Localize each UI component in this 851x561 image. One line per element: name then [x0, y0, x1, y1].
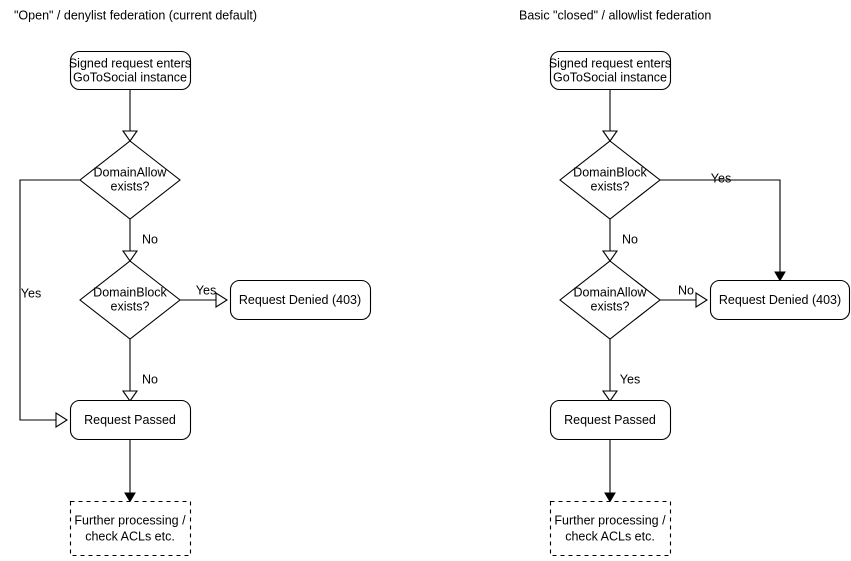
entry-label-line1-closed: Signed request enters: [549, 56, 671, 70]
request-passed-box-shape-closed: [549, 399, 672, 441]
edge-entry-to-block-closed: [601, 89, 619, 142]
node-decision-domainblock-closed[interactable]: DomainBlock exists?: [559, 140, 661, 220]
domainallow-label-line2: exists?: [111, 179, 150, 193]
node-request-denied-open[interactable]: Request Denied (403): [229, 279, 372, 321]
further-processing-label-line1: Further processing /: [74, 513, 186, 527]
edge-allow-yes-to-passed: Yes: [19, 179, 80, 429]
request-passed-label-closed: Request Passed: [564, 413, 656, 427]
edge-label-allow-yes-closed: Yes: [620, 372, 640, 386]
panel-closed-federation: Basic "closed" / allowlist federation Si…: [519, 8, 851, 557]
panel-open-federation: "Open" / denylist federation (current de…: [14, 8, 372, 557]
node-further-processing-open[interactable]: Further processing / check ACLs etc.: [69, 500, 192, 557]
node-request-passed-open[interactable]: Request Passed: [69, 399, 192, 441]
node-decision-domainallow-open[interactable]: DomainAllow exists?: [79, 140, 181, 220]
node-entry-closed[interactable]: Signed request enters GoToSocial instanc…: [549, 50, 671, 91]
domainblock-label-line2-closed: exists?: [591, 179, 630, 193]
node-further-processing-closed[interactable]: Further processing / check ACLs etc.: [549, 500, 672, 557]
edge-label-block-no: No: [142, 372, 158, 386]
domainallow-label-line1: DomainAllow: [94, 165, 168, 179]
edge-block-no-to-passed: No: [121, 339, 158, 402]
edge-allow-no-to-block: No: [121, 219, 158, 262]
edge-block-yes-to-denied-closed: Yes: [660, 171, 786, 282]
request-denied-label: Request Denied (403): [239, 293, 361, 307]
entry-label-line2: GoToSocial instance: [73, 70, 187, 84]
further-processing-label-line2-closed: check ACLs etc.: [565, 529, 655, 543]
request-denied-box-shape: [229, 279, 372, 321]
domainblock-label-line1-closed: DomainBlock: [573, 165, 647, 179]
node-request-denied-closed[interactable]: Request Denied (403): [709, 279, 851, 321]
edge-block-no-to-allow-closed: No: [601, 219, 638, 262]
edge-label-block-yes: Yes: [196, 283, 216, 297]
node-decision-domainallow-closed[interactable]: DomainAllow exists?: [559, 260, 661, 340]
edge-passed-to-further: [124, 440, 136, 503]
request-denied-label-closed: Request Denied (403): [719, 293, 841, 307]
request-passed-box-shape: [69, 399, 192, 441]
further-processing-box-shape-closed: [549, 500, 672, 557]
further-processing-box-shape: [69, 500, 192, 557]
domainallow-label-line1-closed: DomainAllow: [574, 285, 648, 299]
request-passed-label: Request Passed: [84, 413, 176, 427]
node-decision-domainblock-open[interactable]: DomainBlock exists?: [79, 260, 181, 340]
node-entry-open[interactable]: Signed request enters GoToSocial instanc…: [69, 50, 191, 91]
edge-passed-to-further-closed: [604, 440, 616, 503]
edge-label-block-no-closed: No: [622, 232, 638, 246]
edge-allow-yes-to-passed-closed: Yes: [601, 339, 640, 402]
edge-label-allow-yes: Yes: [21, 286, 41, 300]
edge-entry-to-allow: [121, 89, 139, 142]
domainallow-label-line2-closed: exists?: [591, 299, 630, 313]
domainblock-label-line1: DomainBlock: [93, 285, 167, 299]
entry-label-line2-closed: GoToSocial instance: [553, 70, 667, 84]
edge-block-yes-to-denied: Yes: [180, 283, 229, 309]
edge-label-block-yes-closed: Yes: [711, 171, 731, 185]
panel-title-closed: Basic "closed" / allowlist federation: [519, 8, 711, 22]
edge-allow-no-to-denied-closed: No: [660, 283, 709, 309]
edge-label-allow-no: No: [142, 232, 158, 246]
node-request-passed-closed[interactable]: Request Passed: [549, 399, 672, 441]
panel-title-open: "Open" / denylist federation (current de…: [14, 8, 257, 22]
further-processing-label-line2: check ACLs etc.: [85, 529, 175, 543]
entry-label-line1: Signed request enters: [69, 56, 191, 70]
edge-label-allow-no-closed: No: [678, 283, 694, 297]
request-denied-box-shape-closed: [709, 279, 851, 321]
domainblock-label-line2: exists?: [111, 299, 150, 313]
further-processing-label-line1-closed: Further processing /: [554, 513, 666, 527]
